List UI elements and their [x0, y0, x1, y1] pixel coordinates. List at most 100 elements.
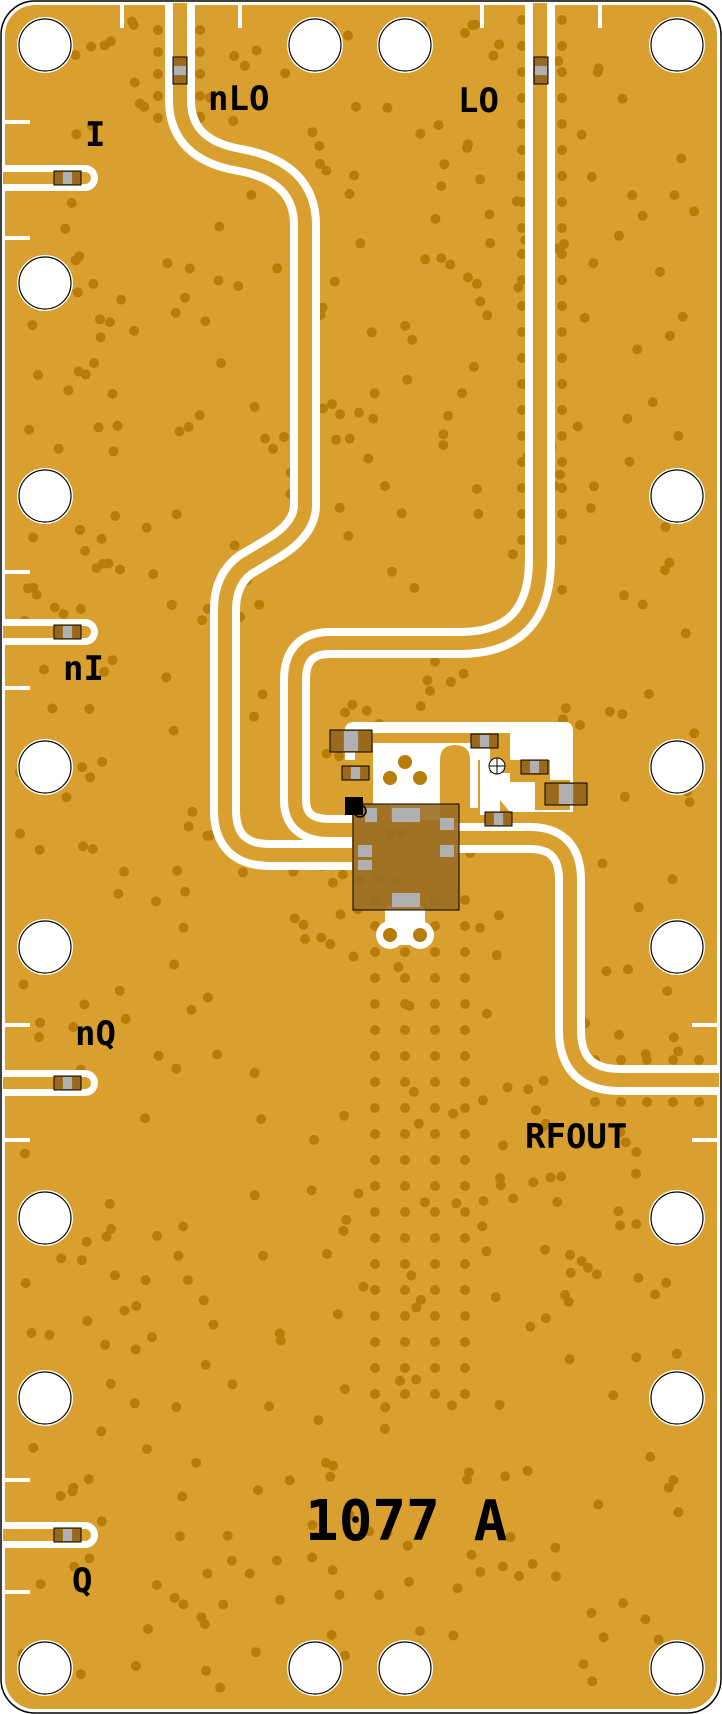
via	[130, 1661, 141, 1671]
via	[82, 1316, 93, 1326]
via	[195, 91, 205, 101]
via	[400, 973, 410, 983]
via	[498, 1140, 509, 1151]
via	[244, 1568, 255, 1579]
via	[315, 158, 325, 169]
via	[400, 1129, 410, 1139]
via	[668, 1097, 678, 1107]
via	[514, 1571, 524, 1581]
via	[129, 1398, 140, 1409]
via	[370, 1233, 380, 1243]
via	[507, 549, 518, 560]
via	[251, 45, 262, 56]
via	[24, 424, 35, 435]
via	[460, 895, 470, 905]
via	[81, 1236, 92, 1247]
via	[587, 1676, 598, 1687]
via	[69, 1561, 80, 1572]
via	[563, 1296, 574, 1307]
via	[553, 56, 564, 66]
via	[355, 238, 366, 249]
via	[86, 120, 97, 131]
via	[642, 1055, 652, 1065]
via	[550, 1571, 561, 1582]
via	[76, 1255, 87, 1266]
via	[614, 1029, 624, 1040]
via	[75, 524, 85, 535]
via	[527, 1559, 538, 1569]
via	[344, 433, 355, 444]
via	[256, 1114, 267, 1125]
via	[195, 25, 205, 35]
via	[689, 206, 700, 217]
via	[34, 1032, 44, 1043]
via	[400, 1259, 410, 1269]
via	[517, 431, 527, 441]
capacitor-nlo-body	[174, 65, 186, 76]
via	[460, 1129, 470, 1139]
via	[66, 198, 77, 208]
via	[448, 1108, 459, 1119]
via	[632, 344, 643, 355]
via	[502, 1082, 513, 1093]
mixer-ic	[345, 797, 460, 911]
via	[246, 190, 257, 200]
via	[460, 1311, 470, 1321]
via	[430, 1285, 440, 1295]
via	[622, 413, 633, 424]
via	[339, 1384, 350, 1395]
via	[540, 1244, 550, 1255]
via	[608, 1390, 619, 1401]
capacitor-c2-body	[350, 767, 361, 779]
via	[147, 1332, 157, 1343]
via	[86, 41, 96, 52]
via	[557, 457, 567, 467]
via	[583, 1262, 593, 1273]
via	[370, 1207, 380, 1217]
via	[517, 483, 527, 493]
via	[353, 1188, 364, 1199]
via	[328, 1460, 339, 1471]
via	[300, 934, 311, 944]
via	[130, 1344, 141, 1355]
via	[99, 40, 110, 51]
via	[361, 705, 372, 716]
via	[205, 92, 216, 103]
via	[576, 129, 587, 140]
via	[462, 1474, 473, 1485]
via	[557, 249, 567, 259]
via	[56, 1253, 67, 1264]
via	[557, 275, 567, 285]
trace-rfout	[455, 823, 719, 1095]
via	[182, 1275, 193, 1286]
via	[195, 47, 205, 57]
via	[481, 1246, 492, 1257]
via	[28, 582, 39, 593]
mounting-hole	[650, 1641, 704, 1695]
via	[473, 509, 484, 519]
via	[174, 1531, 185, 1542]
via	[443, 410, 454, 421]
via	[471, 278, 482, 289]
via	[71, 129, 82, 140]
via	[460, 999, 470, 1009]
via	[593, 1499, 604, 1510]
via	[72, 287, 83, 298]
via	[229, 51, 240, 61]
via	[95, 332, 106, 343]
mounting-hole	[18, 18, 72, 72]
via	[517, 457, 527, 467]
via	[430, 1025, 440, 1035]
via	[408, 1086, 419, 1097]
via	[557, 431, 567, 441]
via	[187, 806, 198, 817]
via	[325, 1471, 336, 1482]
via	[517, 249, 527, 259]
via	[87, 844, 98, 854]
via	[173, 1250, 184, 1261]
via	[249, 402, 260, 412]
via	[642, 1097, 652, 1107]
via	[557, 483, 567, 493]
via	[327, 877, 338, 888]
via	[275, 1594, 285, 1605]
